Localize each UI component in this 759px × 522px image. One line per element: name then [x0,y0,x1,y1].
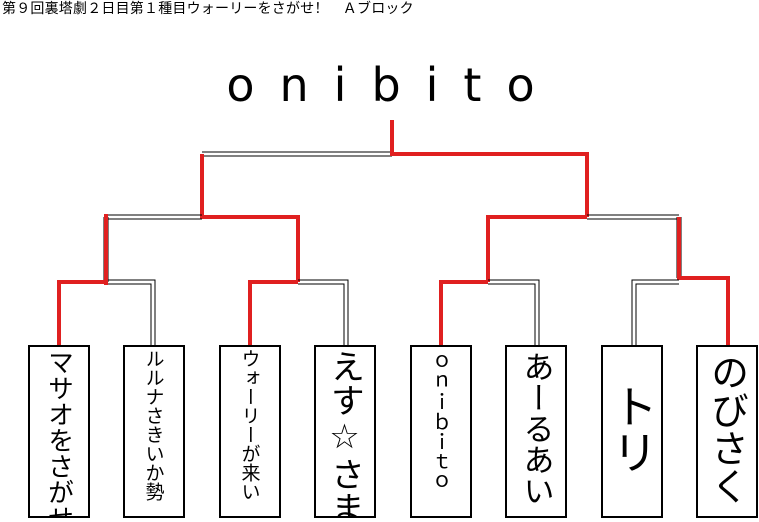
entrant-name: トリ [605,383,659,475]
entrant-name: マサオをさがせ [43,349,74,518]
page-title: 第９回裏塔劇２日目第１種目ウォーリーをさがせ！ Ａブロック [2,1,414,17]
entrant-box-8: のびさく [696,345,758,518]
semifinal-right-connector [486,214,682,282]
entrant-name: あーるあい [517,351,554,506]
entrant-name: ウォーリーが来い [238,349,261,501]
entrant-box-7: トリ [601,345,663,518]
quarterfinal-4-connector [631,217,730,345]
entrant-box-1: マサオをさがせ [28,345,90,518]
entrant-box-6: あーるあい [505,345,567,518]
entrant-box-2: ルルナさきいか勢 [123,345,185,518]
entrant-name: のびさく [704,353,749,505]
quarterfinal-2-connector [248,279,349,345]
semifinal-left-connector [103,154,300,282]
entrant-name: ルルナさきいか勢 [142,349,165,501]
quarterfinal-3-connector [439,279,540,345]
entrant-name: ｏｎｉｂｉｔｏ [428,351,453,491]
entrant-box-5: ｏｎｉｂｉｔｏ [410,345,472,518]
champion-name: onibito [226,58,560,112]
quarterfinal-1-connector [57,214,156,345]
final-connector [202,120,589,217]
entrant-box-4: えす☆さま [314,345,376,518]
entrant-name: えす☆さま [324,349,365,518]
entrant-box-3: ウォーリーが来い [219,345,281,518]
